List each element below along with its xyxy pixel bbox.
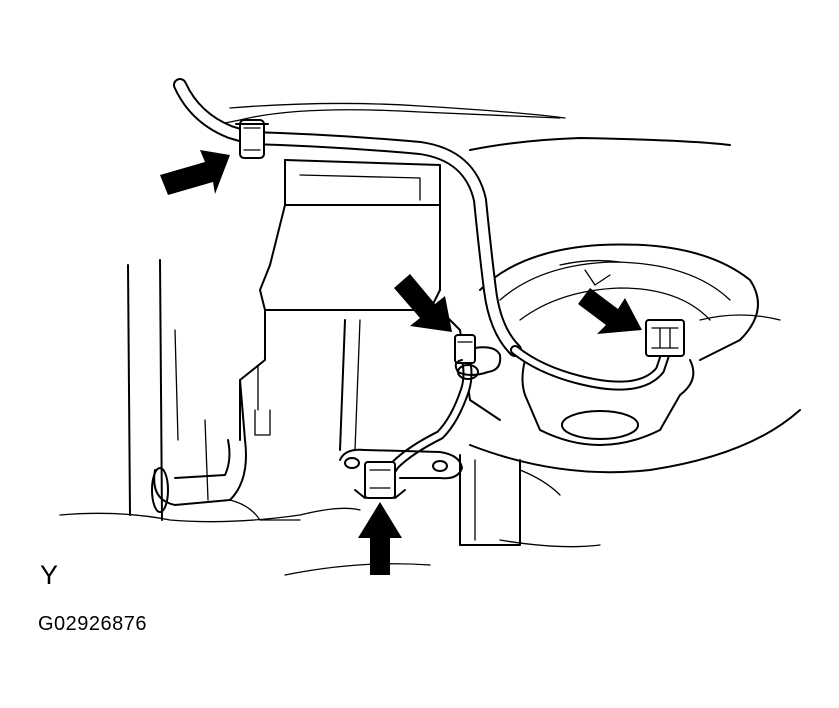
view-label: Y [40,560,59,590]
housing-outline [59,87,801,576]
branch-wire-lower [380,350,473,485]
bottom-connector-arrow [358,502,402,575]
sensor-connector [454,334,502,380]
wire-harness [173,78,522,357]
clamp-arrow [160,150,230,195]
branch-wire-right [510,345,670,391]
wire-harness-clamp [235,119,269,159]
lower-connector [339,448,463,499]
motor-connector [645,319,685,357]
right-connector-arrow [578,288,642,334]
left-connector-arrow [394,274,452,332]
figure-code: G02926876 [38,613,148,635]
